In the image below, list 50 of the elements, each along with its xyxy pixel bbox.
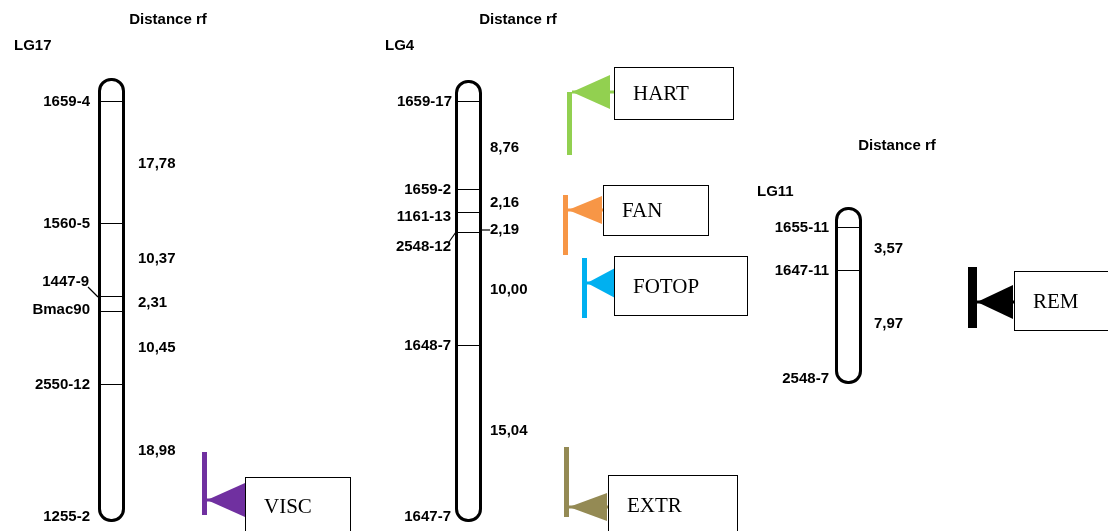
marker-name: 1647-11	[774, 261, 829, 279]
linkage-group-label: LG4	[385, 36, 415, 54]
arrow	[207, 483, 245, 517]
distance-value: 18,98	[138, 441, 176, 459]
qtl-bar	[564, 447, 569, 517]
arrow	[569, 493, 608, 521]
marker-name: 1560-5	[43, 214, 90, 232]
qtl-bar	[968, 267, 977, 328]
marker-name: 1655-11	[774, 218, 829, 236]
distance-value: 10,00	[490, 280, 528, 298]
column-heading: Distance rf	[478, 9, 558, 29]
marker-name: 1255-2	[43, 507, 90, 525]
trait-box: HART	[614, 67, 734, 120]
distance-value: 2,16	[490, 193, 520, 211]
marker-name: 1647-7	[404, 507, 451, 525]
marker-name: 1447-9	[42, 272, 89, 290]
marker-name: 1659-2	[404, 180, 451, 198]
distance-value: 10,45	[138, 338, 176, 356]
distance-value: 3,57	[874, 239, 904, 257]
marker-name: 1659-17	[396, 92, 452, 110]
linkage-group-label: LG11	[757, 182, 794, 200]
linkage-group-label: LG17	[14, 36, 52, 54]
distance-value: 2,31	[138, 293, 168, 311]
column-heading: Distance rf	[857, 135, 937, 155]
trait-box: FOTOP	[614, 256, 748, 316]
distance-value: 15,04	[490, 421, 528, 439]
qtl-bar	[202, 452, 207, 515]
marker-name: 2550-12	[34, 375, 90, 393]
qtl-bar	[582, 258, 587, 318]
trait-box: FAN	[603, 185, 709, 236]
distance-value: 17,78	[138, 154, 176, 172]
distance-value: 7,97	[874, 314, 904, 332]
arrow	[572, 75, 614, 109]
marker-name: Bmac90	[32, 300, 90, 318]
distance-value: 2,19	[490, 220, 520, 238]
marker-name: 1648-7	[404, 336, 451, 354]
qtl-bar	[567, 92, 572, 155]
distance-value: 8,76	[490, 138, 520, 156]
trait-box: VISC	[245, 477, 351, 531]
column-heading: Distance rf	[128, 9, 208, 29]
trait-box: REM	[1014, 271, 1108, 331]
distance-value: 10,37	[138, 249, 176, 267]
marker-name: 1161-13	[396, 207, 451, 225]
qtl-bar	[563, 195, 568, 255]
trait-box: EXTR	[608, 475, 738, 531]
marker-name: 1659-4	[43, 92, 90, 110]
marker-name: 2548-7	[782, 369, 829, 387]
arrow	[568, 196, 603, 224]
arrow	[977, 285, 1014, 319]
marker-name: 2548-12	[395, 237, 451, 255]
